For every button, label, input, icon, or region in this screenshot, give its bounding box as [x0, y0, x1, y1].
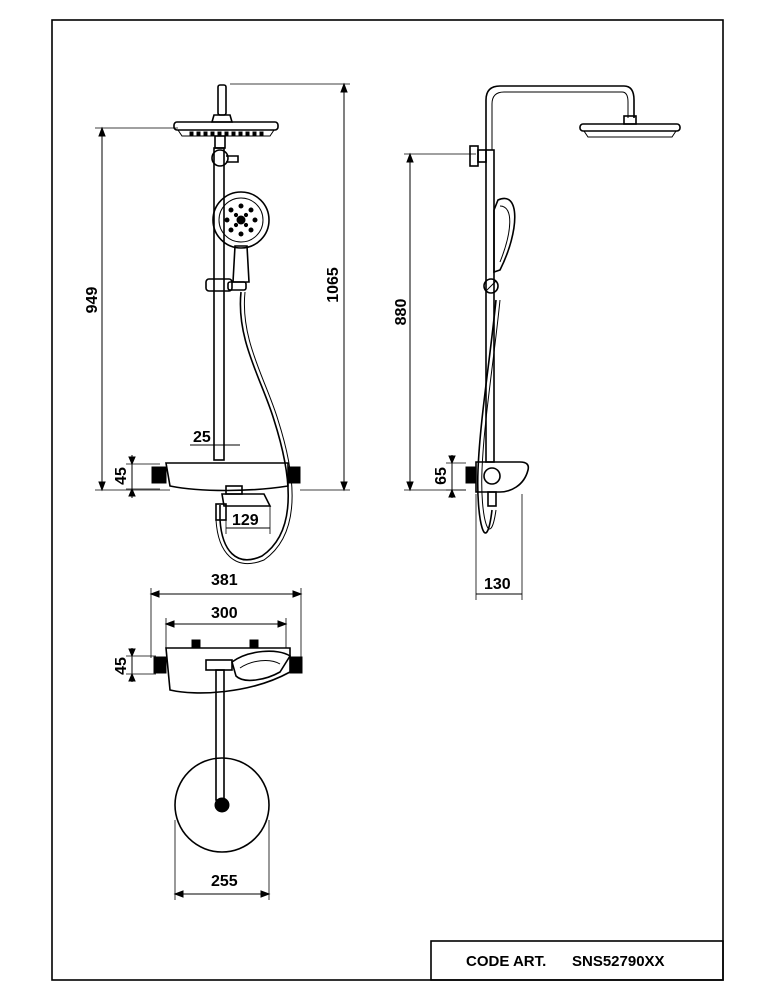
dim-300: 300	[211, 605, 238, 622]
overhead-shower-head	[173, 84, 279, 137]
top-view: 381 300 45 255	[113, 572, 303, 900]
code-label: CODE ART.	[466, 953, 546, 970]
front-view: 949 1065 25 45 129	[84, 82, 350, 565]
side-hand-shower	[483, 197, 516, 294]
drawing-border	[51, 19, 724, 981]
dim-381: 381	[211, 572, 238, 589]
side-wall-bracket	[469, 145, 487, 167]
dim-880: 880	[393, 299, 410, 326]
top-dimensions: 381 300 45 255	[113, 572, 303, 900]
top-mixer	[153, 639, 303, 801]
shower-hose	[219, 291, 289, 561]
sliding-holder	[205, 278, 247, 292]
dim-255: 255	[211, 873, 238, 890]
front-dimensions: 949 1065 25 45 129	[84, 82, 350, 534]
dim-65: 65	[433, 467, 450, 485]
code-value: SNS52790XX	[572, 953, 665, 970]
side-riser-rail	[485, 149, 495, 463]
dim-949: 949	[84, 287, 101, 314]
dim-129: 129	[232, 512, 259, 529]
side-hose	[476, 299, 497, 534]
dim-130: 130	[484, 576, 511, 593]
shower-arm	[485, 85, 635, 150]
side-dimensions: 880 65 130	[393, 152, 523, 600]
hand-shower	[212, 191, 270, 283]
dim-45-front: 45	[113, 467, 130, 485]
riser-rail	[213, 147, 225, 461]
side-mixer	[465, 461, 530, 507]
dim-25: 25	[193, 429, 211, 446]
side-overhead-head	[579, 115, 681, 138]
side-view: 880 65 130	[393, 85, 681, 600]
title-block: CODE ART. SNS52790XX	[430, 940, 724, 981]
wall-bracket	[211, 135, 239, 167]
dim-45-top: 45	[113, 657, 130, 675]
top-shower-head	[174, 757, 270, 853]
dim-1065: 1065	[325, 267, 342, 303]
